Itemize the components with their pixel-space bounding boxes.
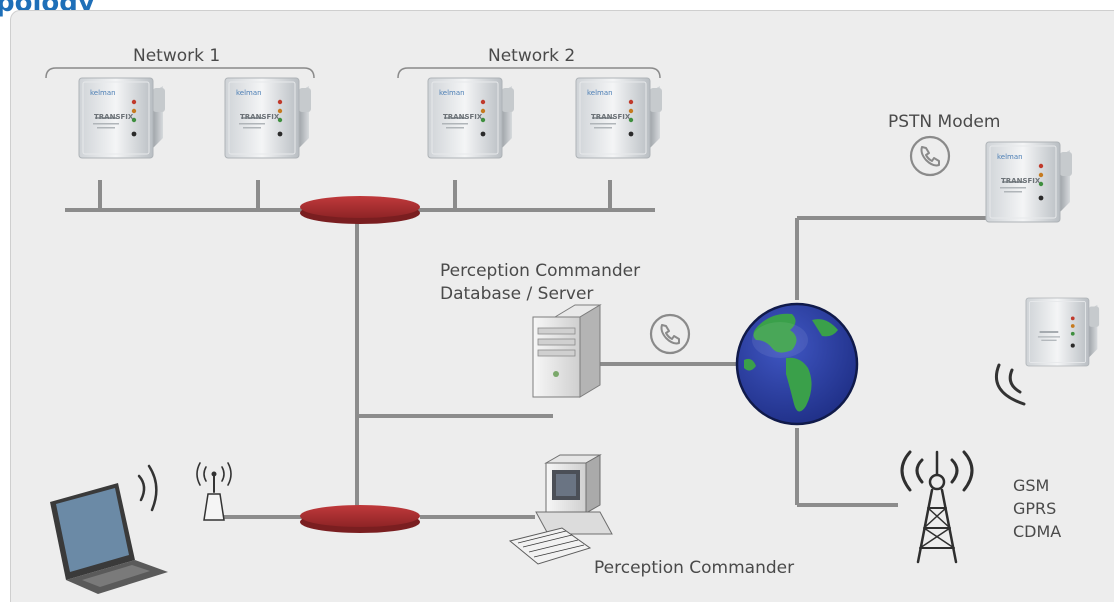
device-brand: kelman <box>587 89 613 97</box>
network2-bracket <box>397 67 661 79</box>
server-label-line1: Perception Commander <box>440 261 640 281</box>
device-model: TRANSFIX <box>1001 177 1041 185</box>
cdma-label: CDMA <box>1013 522 1061 541</box>
server-label-line2: Database / Server <box>440 284 593 304</box>
cell-tower-icon <box>900 450 974 564</box>
device-model: TRANSFIX <box>443 113 483 121</box>
wireless-signal-icon <box>994 363 1026 406</box>
transfix-device <box>1025 297 1100 367</box>
device-brand: kelman <box>90 89 116 97</box>
network1-bracket <box>45 67 315 79</box>
server-icon <box>532 304 602 398</box>
device-brand: kelman <box>236 89 262 97</box>
network2-label: Network 2 <box>488 46 575 66</box>
phone-icon <box>649 313 691 355</box>
gsm-label: GSM <box>1013 476 1049 495</box>
desktop-computer-icon <box>508 454 613 565</box>
device-model: TRANSFIX <box>94 113 134 121</box>
device-brand: kelman <box>997 153 1023 161</box>
device-model: TRANSFIX <box>591 113 631 121</box>
network-hub-icon <box>300 505 420 533</box>
network-hub-icon <box>300 196 420 224</box>
laptop-icon <box>50 483 168 594</box>
wireless-signal-icon <box>137 464 158 512</box>
phone-icon <box>909 135 951 177</box>
device-model: TRANSFIX <box>240 113 280 121</box>
wireless-antenna-icon <box>196 462 232 521</box>
device-brand: kelman <box>439 89 465 97</box>
globe-icon <box>735 302 859 426</box>
network1-label: Network 1 <box>133 46 220 66</box>
pstn-modem-label: PSTN Modem <box>888 112 1000 132</box>
workstation-label: Perception Commander <box>594 558 794 578</box>
gprs-label: GPRS <box>1013 499 1056 518</box>
network-wires <box>65 180 990 519</box>
